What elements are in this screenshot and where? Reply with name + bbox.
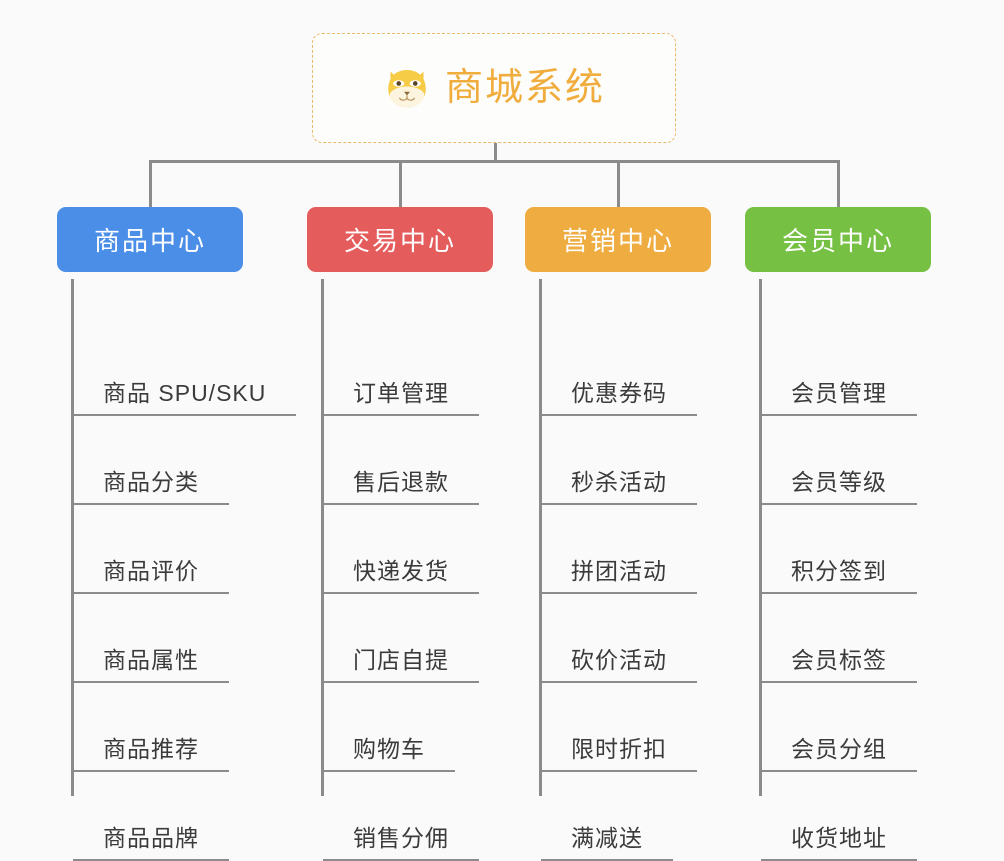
leaf-item[interactable]: 商品推荐 xyxy=(73,730,229,772)
leaf-label: 秒杀活动 xyxy=(541,463,697,505)
leaf-item[interactable]: 积分签到 xyxy=(761,552,917,594)
leaf-item[interactable]: 优惠券码 xyxy=(541,374,697,416)
leaf-label: 会员等级 xyxy=(761,463,917,505)
leaf-label: 商品分类 xyxy=(73,463,229,505)
root-title: 商城系统 xyxy=(444,67,605,109)
leaf-label: 订单管理 xyxy=(323,374,479,416)
leaf-label: 商品 SPU/SKU xyxy=(73,374,297,416)
leaf-label: 积分签到 xyxy=(761,552,917,594)
branch-header-product-center[interactable]: 商品中心 xyxy=(57,207,243,272)
leaf-item[interactable]: 商品分类 xyxy=(73,463,229,505)
leaf-item[interactable]: 销售分佣 xyxy=(323,819,479,861)
leaf-item[interactable]: 门店自提 xyxy=(323,641,479,683)
leaf-label: 收货地址 xyxy=(761,819,917,861)
root-node[interactable]: 商城系统 xyxy=(312,33,676,143)
leaf-label: 购物车 xyxy=(323,730,455,772)
leaf-item[interactable]: 购物车 xyxy=(323,730,455,772)
branch-marketing-center: 营销中心优惠券码秒杀活动拼团活动砍价活动限时折扣满减送 xyxy=(525,207,711,861)
leaf-item[interactable]: 商品品牌 xyxy=(73,819,229,861)
leaf-label: 商品属性 xyxy=(73,641,229,683)
leaf-label: 商品品牌 xyxy=(73,819,229,861)
leaf-item[interactable]: 砍价活动 xyxy=(541,641,697,683)
leaf-label: 拼团活动 xyxy=(541,552,697,594)
leaf-label: 门店自提 xyxy=(323,641,479,683)
branch-rail xyxy=(150,160,838,163)
leaf-item[interactable]: 售后退款 xyxy=(323,463,479,505)
branch-drop-member-center xyxy=(837,160,840,207)
leaf-item[interactable]: 满减送 xyxy=(541,819,673,861)
shiba-dog-icon xyxy=(388,70,426,108)
branch-spine-product-center xyxy=(71,279,74,796)
leaf-label: 砍价活动 xyxy=(541,641,697,683)
leaf-item[interactable]: 拼团活动 xyxy=(541,552,697,594)
leaf-item[interactable]: 限时折扣 xyxy=(541,730,697,772)
mindmap-canvas: 商城系统 商品中心商品 SPU/SKU 商品分类商品评价商品属性商品推荐商品品牌 交… xyxy=(57,33,931,861)
leaf-label: 快递发货 xyxy=(323,552,479,594)
branch-header-member-center[interactable]: 会员中心 xyxy=(745,207,931,272)
leaf-label: 会员管理 xyxy=(761,374,917,416)
leaf-item[interactable]: 会员等级 xyxy=(761,463,917,505)
leaf-item[interactable]: 会员管理 xyxy=(761,374,917,416)
branch-spine-trade-center xyxy=(321,279,324,796)
leaf-item[interactable]: 商品评价 xyxy=(73,552,229,594)
leaf-label: 商品评价 xyxy=(73,552,229,594)
leaf-item[interactable]: 快递发货 xyxy=(323,552,479,594)
branch-header-trade-center[interactable]: 交易中心 xyxy=(307,207,493,272)
branch-drop-product-center xyxy=(149,160,152,207)
branch-trade-center: 交易中心订单管理售后退款快递发货门店自提购物车销售分佣 xyxy=(307,207,493,861)
leaf-label: 优惠券码 xyxy=(541,374,697,416)
root-stem xyxy=(494,143,497,161)
leaf-label: 售后退款 xyxy=(323,463,479,505)
leaf-label: 满减送 xyxy=(541,819,673,861)
leaf-label: 会员标签 xyxy=(761,641,917,683)
leaf-item[interactable]: 商品 SPU/SKU xyxy=(73,374,297,416)
leaf-item[interactable]: 秒杀活动 xyxy=(541,463,697,505)
leaf-item[interactable]: 订单管理 xyxy=(323,374,479,416)
leaf-item[interactable]: 会员分组 xyxy=(761,730,917,772)
leaf-label: 销售分佣 xyxy=(323,819,479,861)
leaf-item[interactable]: 商品属性 xyxy=(73,641,229,683)
leaf-label: 会员分组 xyxy=(761,730,917,772)
leaf-item[interactable]: 收货地址 xyxy=(761,819,917,861)
branch-spine-marketing-center xyxy=(539,279,542,796)
branch-drop-trade-center xyxy=(399,160,402,207)
branch-drop-marketing-center xyxy=(617,160,620,207)
branch-header-marketing-center[interactable]: 营销中心 xyxy=(525,207,711,272)
branch-member-center: 会员中心会员管理会员等级积分签到会员标签会员分组收货地址 xyxy=(745,207,931,861)
leaf-label: 商品推荐 xyxy=(73,730,229,772)
branch-spine-member-center xyxy=(759,279,762,796)
leaf-item[interactable]: 会员标签 xyxy=(761,641,917,683)
branch-product-center: 商品中心商品 SPU/SKU 商品分类商品评价商品属性商品推荐商品品牌 xyxy=(57,207,297,861)
leaf-label: 限时折扣 xyxy=(541,730,697,772)
